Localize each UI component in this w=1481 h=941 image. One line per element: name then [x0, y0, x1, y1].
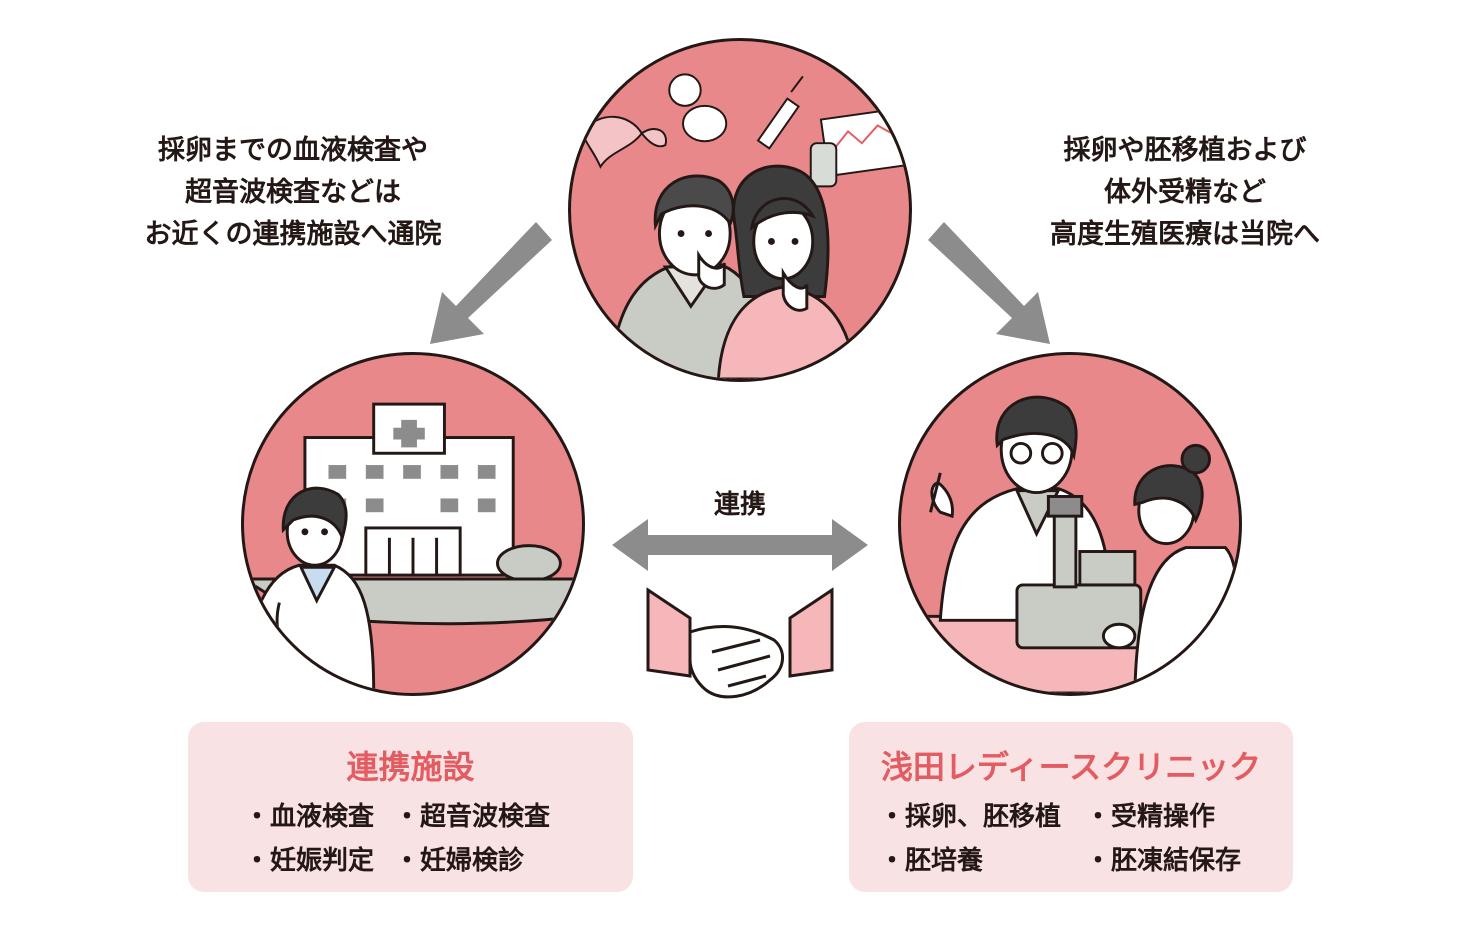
clinic-item: ・胚培養	[879, 846, 984, 876]
clinic-circle	[898, 352, 1242, 696]
couple-illustration	[581, 73, 909, 379]
right-caption-line: 採卵や胚移植および	[1063, 135, 1307, 166]
clinic-box: 浅田レディースクリニック ・採卵、胚移植 ・受精操作 ・胚培養 ・胚凍結保存	[849, 722, 1293, 892]
hospital-building-illustration	[244, 402, 582, 693]
clinic-title: 浅田レディースクリニック	[880, 748, 1262, 786]
couple-circle	[568, 38, 912, 382]
right-caption: 採卵や胚移植および 体外受精など 高度生殖医療は当院へ	[1010, 130, 1360, 256]
partner-item: ・妊娠判定	[244, 846, 375, 876]
left-caption-line: 採卵までの血液検査や	[158, 135, 428, 166]
left-caption: 採卵までの血液検査や 超音波検査などは お近くの連携施設へ通院	[108, 130, 478, 256]
partner-item: ・超音波検査	[394, 802, 551, 832]
clinic-item: ・採卵、胚移植	[879, 802, 1062, 832]
partner-item: ・血液検査	[244, 802, 375, 832]
clinic-item: ・胚凍結保存	[1085, 846, 1242, 876]
right-caption-line: 高度生殖医療は当院へ	[1050, 219, 1320, 250]
cross-icon	[393, 419, 425, 448]
partner-item: ・妊婦検診	[394, 846, 525, 876]
female-doctor-figure	[244, 486, 376, 693]
chart-icon	[809, 107, 909, 188]
baby-icon	[668, 73, 728, 143]
syringe-icon	[756, 75, 804, 150]
right-caption-line: 体外受精など	[1104, 177, 1266, 208]
left-caption-line: お近くの連携施設へ通院	[144, 219, 442, 250]
doctors-microscope-illustration	[901, 395, 1239, 693]
partner-facility-box: 連携施設 ・血液検査 ・超音波検査 ・妊娠判定 ・妊婦検診	[188, 722, 633, 892]
uterus-icon	[581, 115, 667, 169]
double-arrow-icon	[612, 519, 868, 571]
female-technician-figure	[1101, 443, 1239, 693]
partner-facility-circle	[241, 352, 585, 696]
clinic-item: ・受精操作	[1085, 802, 1216, 832]
partner-facility-title: 連携施設	[346, 748, 475, 786]
left-caption-line: 超音波検査などは	[185, 177, 401, 208]
woman-figure	[716, 164, 858, 379]
handshake-icon	[646, 587, 834, 699]
link-label: 連携	[713, 490, 766, 520]
